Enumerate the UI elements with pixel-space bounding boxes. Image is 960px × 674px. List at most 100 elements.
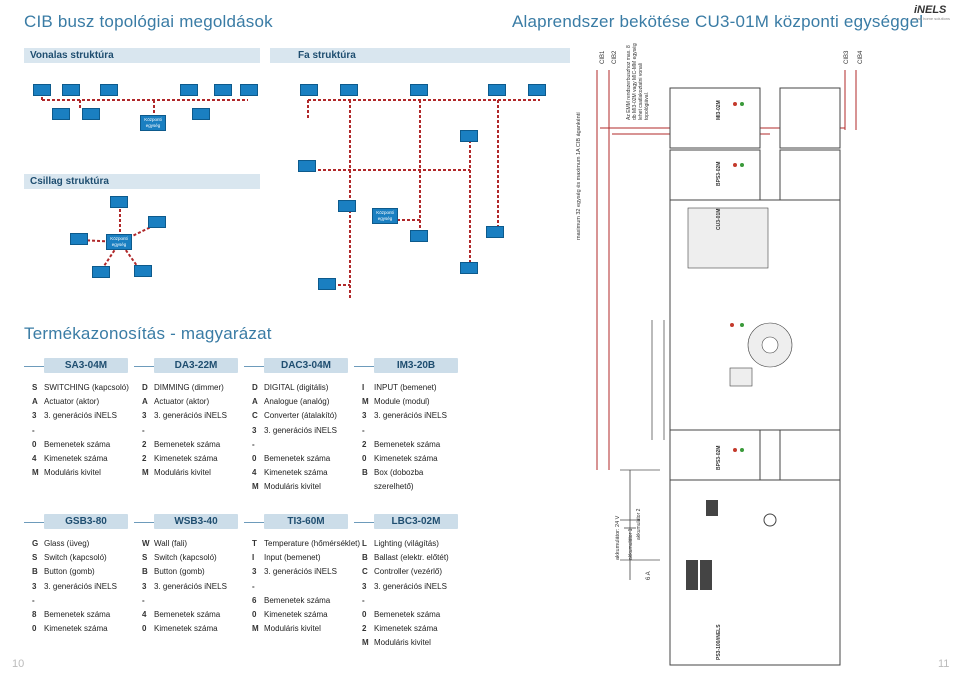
legend-letter: A	[142, 397, 148, 407]
product-code-heading: SA3-04M	[44, 358, 128, 373]
legend-letter: T	[252, 539, 257, 548]
legend-meaning: Moduláris kivitel	[154, 468, 211, 478]
left-page-title: CIB busz topológiai megoldások	[24, 12, 273, 31]
module-label-ps3: PS3-100/iNELS	[716, 624, 722, 660]
legend-letter: B	[362, 468, 368, 478]
legend-row: 0 Kimenetek száma	[362, 452, 447, 466]
legend-letter: 0	[362, 454, 367, 464]
legend-row: 2 Kimenetek száma	[142, 452, 227, 466]
legend-row: 6 Bemenetek száma	[252, 594, 360, 608]
legend-letter: -	[142, 425, 145, 435]
legend-letter: G	[32, 539, 39, 548]
legend-letter: 0	[142, 624, 147, 634]
accu-voltage-label: akkumulátor: 24 V	[615, 515, 621, 560]
unit-node	[300, 84, 318, 96]
star-structure-heading: Csillag struktúra	[24, 174, 260, 189]
legend-letter: -	[252, 439, 255, 449]
legend-letter: 2	[142, 454, 147, 464]
product-code-heading: DAC3-04M	[264, 358, 348, 373]
module-label-bps3: BPS3-02M	[716, 161, 722, 186]
legend-meaning: Moduláris kivitel	[264, 624, 321, 634]
legend-letter: S	[32, 553, 38, 563]
page-number-right: 11	[938, 658, 950, 670]
legend-row: -	[252, 580, 360, 594]
product-code-heading: GSB3-80	[44, 514, 128, 529]
legend-letter: 2	[362, 624, 367, 634]
unit-node	[528, 84, 546, 96]
legend-row: -	[252, 438, 337, 452]
legend-letter: M	[142, 468, 149, 478]
unit-node	[410, 84, 428, 96]
unit-node	[214, 84, 232, 96]
legend-letter: 3	[362, 581, 367, 591]
legend-letter: C	[252, 411, 258, 421]
legend-letter: M	[32, 468, 39, 478]
legend-letter: 0	[32, 624, 37, 634]
central-unit-linear: Központi egység	[140, 115, 166, 131]
legend-meaning: 3. generációs iNELS	[44, 581, 117, 591]
central-unit-tree: Központi egység	[372, 208, 398, 224]
legend-letter: -	[252, 581, 255, 591]
legend-letter: B	[32, 567, 38, 577]
legend-meaning: Kimenetek száma	[374, 454, 438, 464]
legend-letter: C	[362, 567, 368, 577]
legend-letter: 4	[32, 454, 37, 464]
legend-meaning: Bemenetek száma	[44, 610, 111, 620]
page-number-left: 10	[12, 658, 25, 670]
legend-meaning: Switch (kapcsoló)	[44, 553, 107, 563]
legend-meaning: Temperature (hőmérséklet)	[264, 539, 361, 548]
legend-letter: 6	[252, 595, 257, 605]
legend-row: M Moduláris kivitel	[32, 466, 129, 480]
legend-meaning: Bemenetek száma	[264, 454, 331, 464]
legend-meaning: Bemenetek száma	[264, 595, 331, 605]
unit-node	[240, 84, 258, 96]
legend-letter: 0	[32, 439, 37, 449]
unit-node	[52, 108, 70, 120]
legend-meaning: Moduláris kivitel	[44, 468, 101, 478]
legend-letter: 3	[32, 581, 37, 591]
legend-meaning: Kimenetek száma	[154, 454, 218, 464]
product-code-heading: DA3-22M	[154, 358, 238, 373]
legend-row: szerelhető)	[362, 480, 447, 494]
legend-letter: M	[252, 624, 259, 634]
legend-meaning: Button (gomb)	[154, 567, 205, 577]
legend-letter: L	[362, 539, 367, 548]
legend-meaning: Kimenetek száma	[264, 468, 328, 478]
module-label-bps3-2: BPS3-02M	[716, 445, 722, 470]
legend-letter: I	[362, 383, 365, 392]
legend-meaning: DIMMING (dimmer)	[154, 383, 224, 392]
legend-row: -	[142, 424, 227, 438]
legend-meaning: 3. generációs iNELS	[154, 581, 227, 591]
legend-letter: 4	[142, 610, 147, 620]
legend-meaning: Wall (fali)	[154, 539, 188, 548]
unit-node	[134, 265, 152, 277]
legend-letter: S	[32, 383, 38, 392]
legend-meaning: Bemenetek száma	[374, 439, 441, 449]
legend-meaning: Kimenetek száma	[44, 454, 108, 464]
legend-letter: D	[252, 383, 258, 392]
